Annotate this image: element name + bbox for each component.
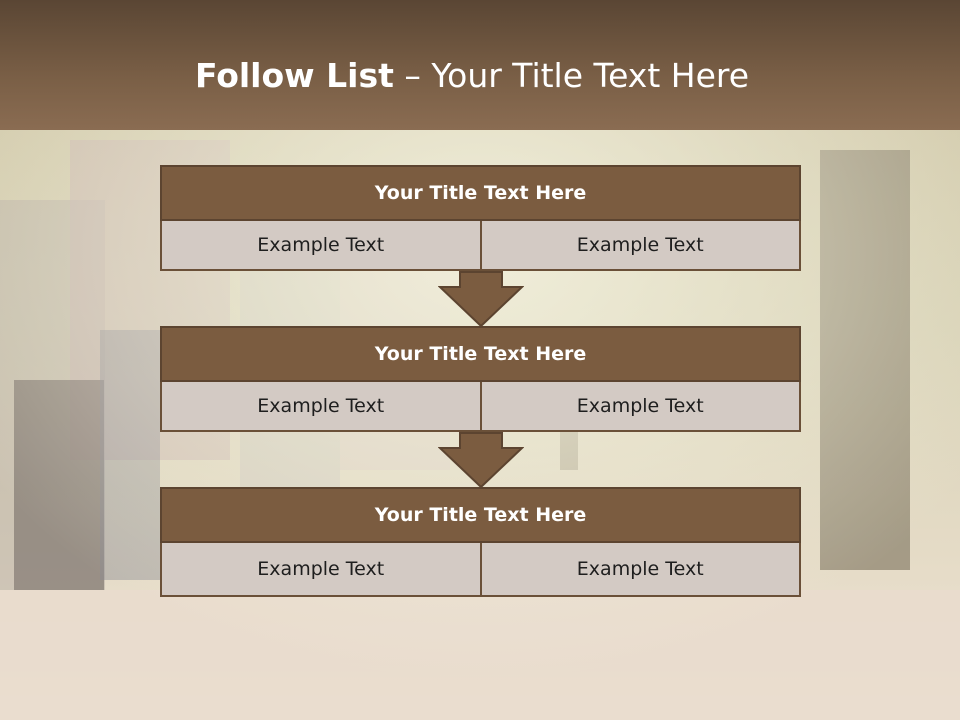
down-arrow-icon: [438, 432, 524, 488]
block-item: Example Text: [160, 221, 482, 271]
block-title: Your Title Text Here: [160, 487, 801, 543]
block-item: Example Text: [160, 382, 482, 432]
block-row: Example Text Example Text: [160, 221, 801, 271]
list-block: Your Title Text Here Example Text Exampl…: [160, 487, 801, 597]
block-row: Example Text Example Text: [160, 543, 801, 597]
slide-title-bold: Follow List: [194, 56, 394, 95]
block-title: Your Title Text Here: [160, 326, 801, 382]
block-row: Example Text Example Text: [160, 382, 801, 432]
block-item: Example Text: [160, 543, 482, 597]
block-item: Example Text: [481, 221, 801, 271]
list-block: Your Title Text Here Example Text Exampl…: [160, 326, 801, 432]
block-title: Your Title Text Here: [160, 165, 801, 221]
block-item: Example Text: [481, 543, 801, 597]
title-band: [0, 0, 960, 130]
down-arrow-icon: [438, 271, 524, 327]
block-item: Example Text: [481, 382, 801, 432]
slide-title: Follow List – Your Title Text Here: [0, 56, 944, 96]
list-block: Your Title Text Here Example Text Exampl…: [160, 165, 801, 271]
slide-title-rest: – Your Title Text Here: [393, 56, 750, 95]
